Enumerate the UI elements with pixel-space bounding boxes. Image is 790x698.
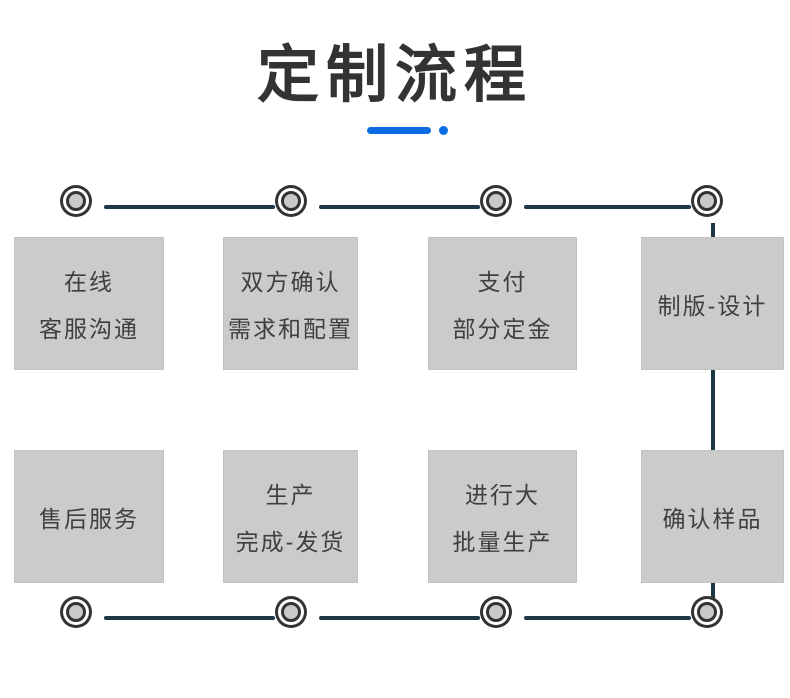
step-box-mass-production: 进行大 批量生产 [428,450,577,583]
connector-vertical-2 [711,370,715,450]
step-box-pay-deposit: 支付 部分定金 [428,237,577,370]
step-text: 支付 [477,269,528,295]
connector-vertical-1 [711,223,715,237]
underline-dot [438,126,448,135]
step-text: 双方确认 [240,269,341,295]
step-text: 生产 [265,482,316,508]
step-box-confirm-sample: 确认样品 [641,450,784,583]
step-text: 客服沟通 [39,316,139,342]
connector-bottom-segment-1 [104,616,275,620]
node-circle-top-2 [281,191,301,211]
step-box-online-service: 在线 客服沟通 [14,237,164,370]
node-circle-top-1 [66,191,86,211]
step-text: 在线 [64,269,114,295]
step-text: 完成-发货 [235,529,346,555]
node-circle-bottom-1 [66,602,86,622]
node-circle-bottom-4 [697,602,717,622]
underline-bar [366,127,431,134]
connector-top-segment-3 [524,205,691,209]
step-box-after-sales: 售后服务 [14,450,164,583]
step-text: 需求和配置 [228,316,353,342]
connector-vertical-3 [711,583,715,603]
step-text: 售后服务 [39,505,139,532]
step-text: 部分定金 [452,316,553,342]
node-circle-top-4 [697,191,717,211]
connector-bottom-segment-3 [524,616,691,620]
connector-top-segment-1 [104,205,275,209]
connector-bottom-segment-2 [319,616,480,620]
step-box-plate-design: 制版-设计 [641,237,784,370]
step-box-production-shipping: 生产 完成-发货 [223,450,358,583]
step-box-confirm-requirements: 双方确认 需求和配置 [223,237,358,370]
connector-top-segment-2 [319,205,480,209]
step-text: 进行大 [465,482,540,508]
step-text: 批量生产 [452,529,553,555]
node-circle-top-3 [486,191,506,211]
step-text: 制版-设计 [657,292,768,319]
node-circle-bottom-3 [486,602,506,622]
title-underline [12,126,790,135]
step-text: 确认样品 [662,505,763,532]
node-circle-bottom-2 [281,602,301,622]
page-title: 定制流程 [256,41,533,110]
